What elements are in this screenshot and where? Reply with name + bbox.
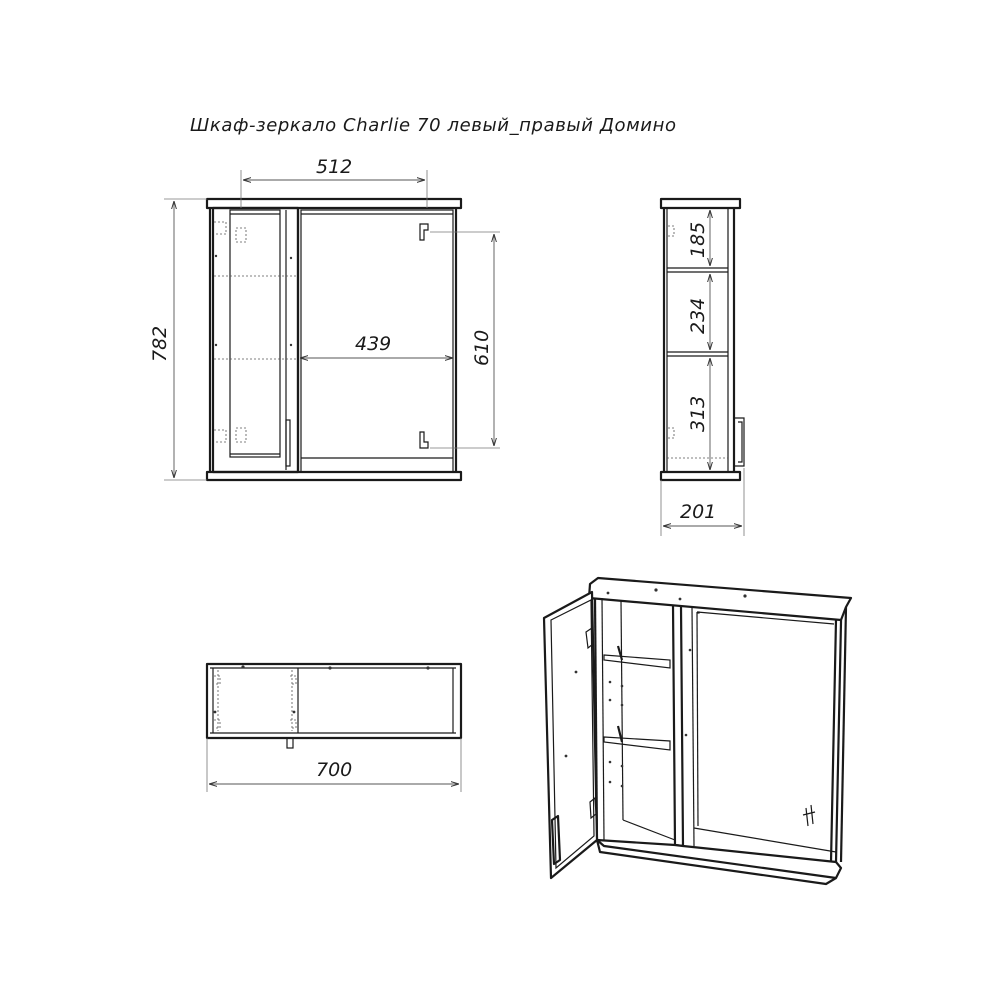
iso-bottom-board <box>595 838 843 880</box>
dimension-shelf-gaps: 185 234 313 <box>687 210 710 470</box>
dimension-overall-width: 700 <box>206 738 462 792</box>
side-handle <box>734 417 745 467</box>
dimension-overall-height-label: 782 <box>149 326 171 362</box>
side-bottom-board <box>659 470 742 482</box>
iso-door-handle <box>550 814 562 866</box>
front-mirror <box>300 209 454 473</box>
side-view <box>659 197 745 482</box>
drawing-title: Шкаф-зеркало Charlie 70 левый_правый Дом… <box>190 115 677 136</box>
dimension-mirror-width-label: 439 <box>355 333 391 355</box>
front-bottom-board <box>205 470 463 482</box>
dimension-shelf-gap-middle-label: 234 <box>687 298 709 334</box>
front-top-board <box>205 197 463 210</box>
dimension-mirror-width: 439 <box>300 333 453 358</box>
top-view-outline <box>205 662 463 740</box>
dimension-top-width: 512 <box>240 156 428 208</box>
top-view-handle <box>286 737 294 749</box>
dimension-shelf-gap-top-label: 185 <box>687 222 709 258</box>
dimension-depth-label: 201 <box>680 501 716 523</box>
isometric-view <box>542 576 853 886</box>
dimension-overall-height: 782 <box>149 198 207 481</box>
side-top-board <box>659 197 742 210</box>
dimension-mirror-height: 610 <box>430 231 500 449</box>
front-door-panel <box>229 209 281 458</box>
top-view <box>205 662 463 749</box>
dimension-overall-width-label: 700 <box>316 759 352 781</box>
door-handle <box>285 419 291 467</box>
dimension-depth: 201 <box>660 468 745 536</box>
dimension-shelf-gap-bottom-label: 313 <box>687 396 709 432</box>
dimension-top-width-label: 512 <box>316 156 352 178</box>
iso-open-door <box>542 590 599 880</box>
dimension-mirror-height-label: 610 <box>471 330 493 366</box>
front-view <box>205 197 463 482</box>
front-door <box>211 206 300 474</box>
